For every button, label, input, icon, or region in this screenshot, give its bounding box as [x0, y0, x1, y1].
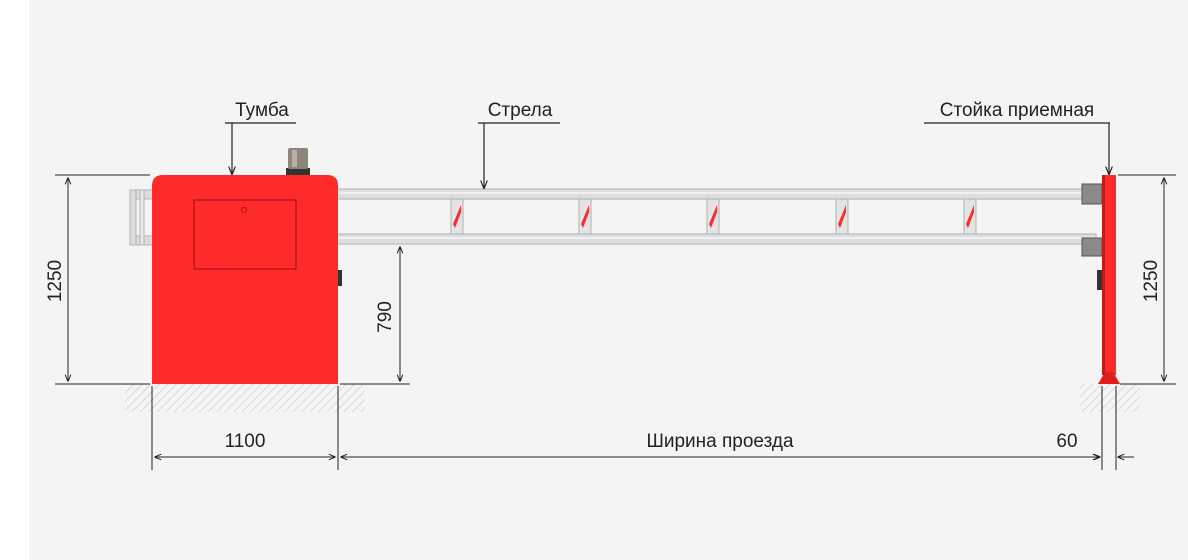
boom-reflector	[578, 198, 592, 235]
label-receiving-post: Стойка приемная	[940, 100, 1094, 121]
label-boom: Стрела	[488, 100, 553, 121]
label-leader-post	[924, 122, 1110, 174]
dim-boom-height: 790	[375, 301, 396, 333]
signal-lamp	[286, 148, 310, 175]
dim-passage-width: Ширина проезда	[646, 431, 793, 452]
label-cabinet: Тумба	[235, 100, 289, 121]
dimension-line-boom-height	[340, 247, 410, 385]
label-leader-cabinet	[225, 122, 296, 174]
dimension-line-post-height	[1118, 174, 1176, 385]
dimension-line-cabinet-height	[55, 174, 150, 385]
boom-end-cap	[1081, 183, 1103, 205]
boom-reflector	[963, 198, 977, 235]
boom-reflector	[835, 198, 849, 235]
dimension-extension-lines	[151, 386, 1117, 470]
dim-post-width: 60	[1056, 431, 1077, 452]
label-leader-boom	[478, 122, 560, 188]
ground-hatch-right	[1080, 384, 1140, 412]
boom	[335, 183, 1103, 257]
ground-hatch-left	[125, 384, 365, 412]
dim-cabinet-width: 1100	[225, 431, 266, 452]
dim-post-height: 1250	[1141, 260, 1162, 302]
cabinet-door	[193, 199, 297, 270]
boom-reflector	[450, 198, 464, 235]
cabinet-side-handle	[338, 270, 342, 286]
dim-cabinet-height: 1250	[45, 260, 66, 302]
cabinet	[152, 175, 342, 384]
receiving-post	[1097, 175, 1120, 384]
boom-end-cap	[1081, 237, 1103, 257]
door-lock	[241, 207, 247, 213]
boom-reflector	[706, 198, 720, 235]
